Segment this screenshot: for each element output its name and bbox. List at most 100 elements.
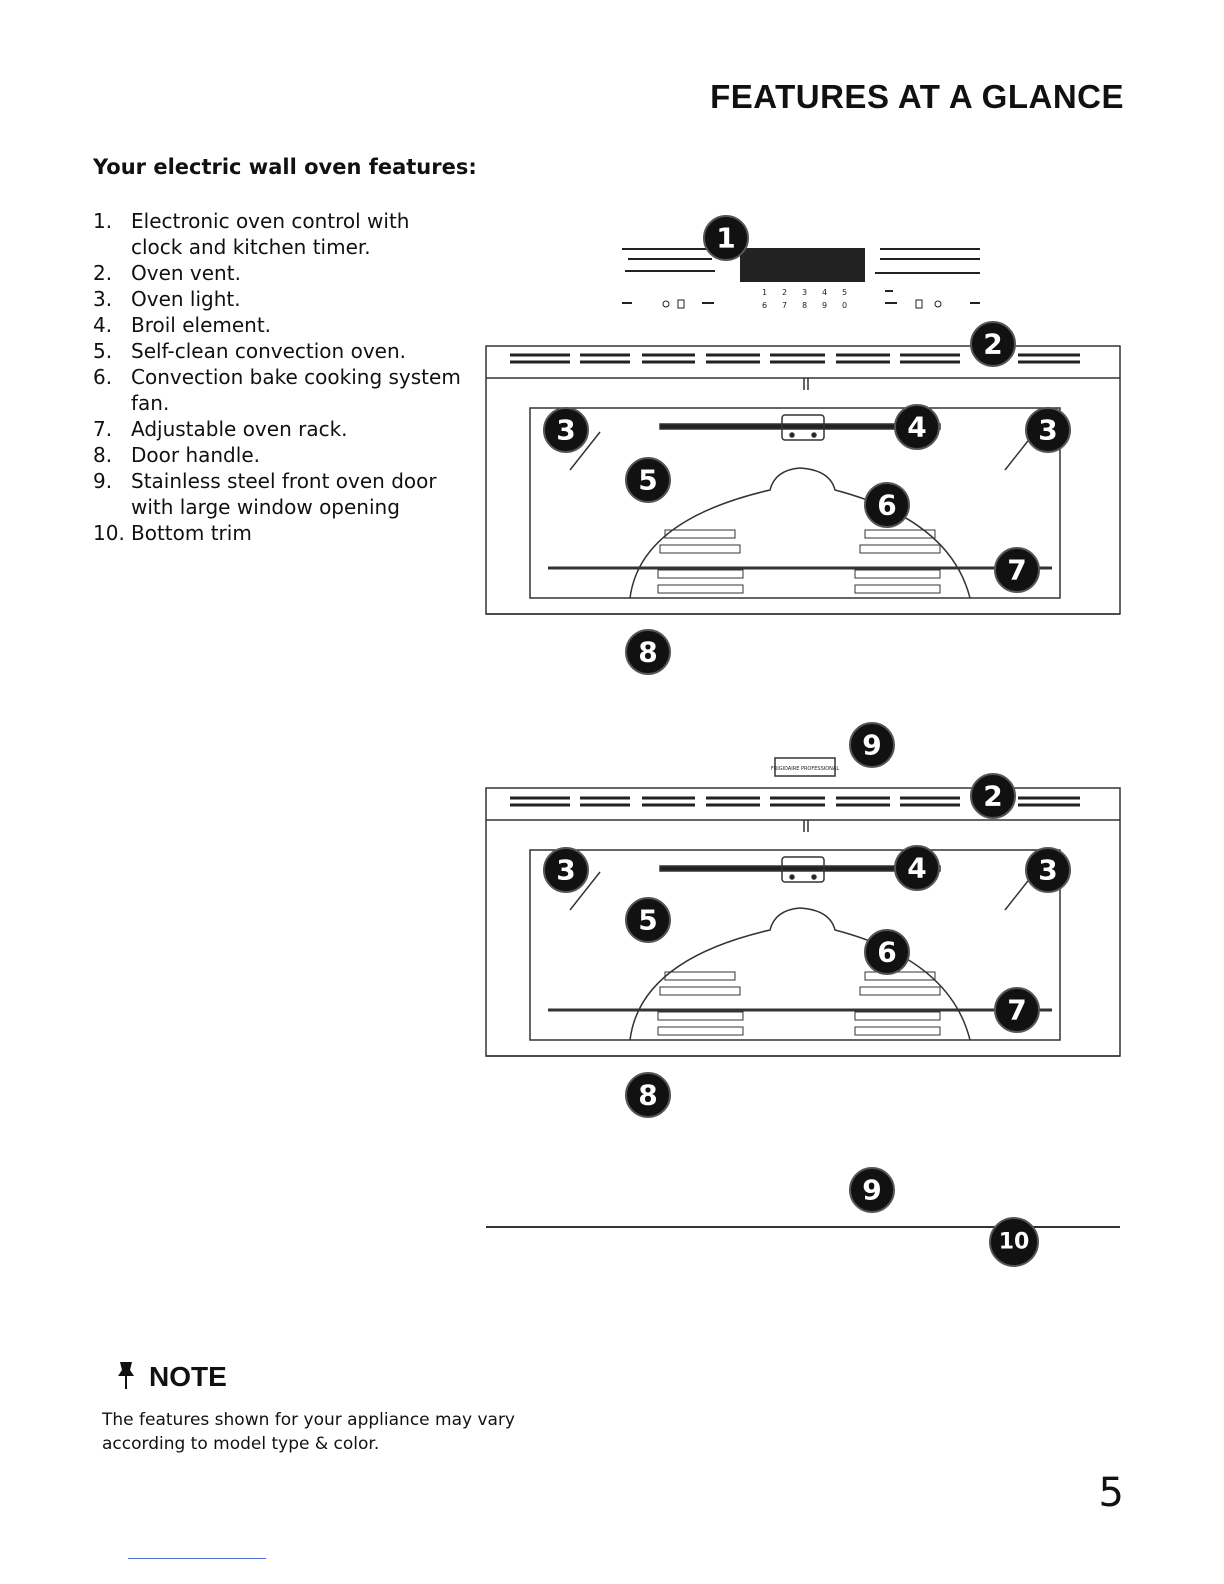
brand-logo: FRIGIDAIRE PROFESSIONAL — [771, 766, 839, 772]
svg-text:5: 5 — [842, 288, 847, 297]
feature-text: Door handle. — [131, 443, 260, 467]
page-number: 5 — [1098, 1470, 1124, 1516]
feature-item: 3. Oven light. — [93, 286, 463, 312]
lower-oven: FRIGIDAIRE PROFESSIONAL — [485, 757, 1121, 1228]
lower-oven-cavity — [529, 849, 1061, 1041]
svg-text:1: 1 — [716, 222, 735, 255]
control-display — [740, 248, 865, 282]
svg-text:3: 3 — [1038, 414, 1057, 447]
svg-text:9: 9 — [862, 1174, 881, 1207]
page-heading: FEATURES AT A GLANCE — [710, 78, 1124, 115]
lower-oven-vent — [510, 796, 1080, 807]
callout-6: 6 — [864, 929, 910, 975]
lower-oven-light-left — [569, 871, 601, 911]
feature-number: 8. — [93, 443, 113, 467]
svg-text:3: 3 — [556, 414, 575, 447]
feature-item: 6. Convection bake cooking system fan. — [93, 364, 463, 416]
feature-number: 6. — [93, 365, 113, 389]
upper-oven-cavity — [529, 407, 1061, 599]
feature-item: 5. Self-clean convection oven. — [93, 338, 463, 364]
svg-text:4: 4 — [822, 288, 827, 297]
svg-text:3: 3 — [802, 288, 807, 297]
callout-6: 6 — [864, 482, 910, 528]
svg-text:6: 6 — [877, 489, 896, 522]
feature-number: 9. — [93, 469, 113, 493]
feature-number: 4. — [93, 313, 113, 337]
feature-text: Bottom trim — [131, 521, 252, 545]
upper-oven-vent — [510, 353, 1080, 364]
feature-number: 3. — [93, 287, 113, 311]
feature-item: 9. Stainless steel front oven door with l… — [93, 468, 463, 520]
feature-item: 1. Electronic oven control with clock and… — [93, 208, 463, 260]
svg-text:6: 6 — [762, 301, 767, 310]
upper-oven-light-left — [569, 431, 601, 471]
svg-text:4: 4 — [907, 852, 926, 885]
svg-text:3: 3 — [556, 854, 575, 887]
svg-text:1: 1 — [762, 288, 767, 297]
feature-list: 1. Electronic oven control with clock and… — [93, 208, 463, 546]
callout-7: 7 — [994, 547, 1040, 593]
svg-text:7: 7 — [1007, 994, 1026, 1027]
feature-text: Electronic oven control with clock and k… — [131, 209, 410, 259]
control-keypad-left — [622, 248, 715, 309]
feature-number: 7. — [93, 417, 113, 441]
svg-text:5: 5 — [638, 464, 657, 497]
callout-3: 3 — [543, 407, 589, 453]
svg-text:8: 8 — [638, 636, 657, 669]
feature-text: Broil element. — [131, 313, 272, 337]
lower-broil-element — [659, 865, 941, 872]
callout-2: 2 — [970, 773, 1016, 819]
control-keypad-right — [875, 248, 980, 309]
lower-fan-grille-right — [854, 971, 941, 1036]
svg-text:7: 7 — [1007, 554, 1026, 587]
svg-text:3: 3 — [1038, 854, 1057, 887]
callout-10: 10 — [989, 1217, 1039, 1267]
svg-text:10: 10 — [999, 1230, 1030, 1255]
feature-text: Oven light. — [131, 287, 241, 311]
svg-text:7: 7 — [782, 301, 787, 310]
footer-link-line — [128, 1558, 266, 1559]
feature-text: Convection bake cooking system fan. — [131, 365, 461, 415]
upper-fan-grille-left — [657, 529, 744, 594]
svg-text:9: 9 — [862, 729, 881, 762]
callout-4: 4 — [894, 845, 940, 891]
callout-8: 8 — [625, 629, 671, 675]
feature-text: Adjustable oven rack. — [131, 417, 348, 441]
feature-text: Self-clean convection oven. — [131, 339, 406, 363]
feature-number: 5. — [93, 339, 113, 363]
callout-4: 4 — [894, 404, 940, 450]
svg-text:6: 6 — [877, 936, 896, 969]
svg-text:2: 2 — [983, 780, 1002, 813]
feature-item: 10.Bottom trim — [93, 520, 463, 546]
feature-item: 2. Oven vent. — [93, 260, 463, 286]
callout-9: 9 — [849, 1167, 895, 1213]
lower-fan-grille-left — [657, 971, 744, 1036]
callout-2: 2 — [970, 321, 1016, 367]
callout-5: 5 — [625, 897, 671, 943]
callout-3: 3 — [1025, 847, 1071, 893]
callout-1: 1 — [703, 215, 749, 261]
feature-number: 10. — [93, 521, 125, 545]
feature-item: 4. Broil element. — [93, 312, 463, 338]
feature-number: 2. — [93, 261, 113, 285]
svg-text:5: 5 — [638, 904, 657, 937]
svg-text:8: 8 — [638, 1079, 657, 1112]
svg-text:2: 2 — [782, 288, 787, 297]
svg-text:9: 9 — [822, 301, 827, 310]
callout-3: 3 — [1025, 407, 1071, 453]
feature-text: Oven vent. — [131, 261, 241, 285]
callout-3: 3 — [543, 847, 589, 893]
feature-number: 1. — [93, 209, 113, 233]
callout-7: 7 — [994, 987, 1040, 1033]
features-subheading: Your electric wall oven features: — [93, 155, 477, 179]
feature-text: Stainless steel front oven door with lar… — [131, 469, 437, 519]
upper-fan-grille-right — [854, 529, 941, 594]
pushpin-icon — [115, 1360, 137, 1394]
svg-text:0: 0 — [842, 301, 847, 310]
upper-oven — [485, 345, 1121, 615]
lower-convection-fan-cover — [629, 907, 971, 1041]
note-title: NOTE — [149, 1361, 227, 1392]
upper-broil-element — [659, 423, 941, 430]
callout-5: 5 — [625, 457, 671, 503]
